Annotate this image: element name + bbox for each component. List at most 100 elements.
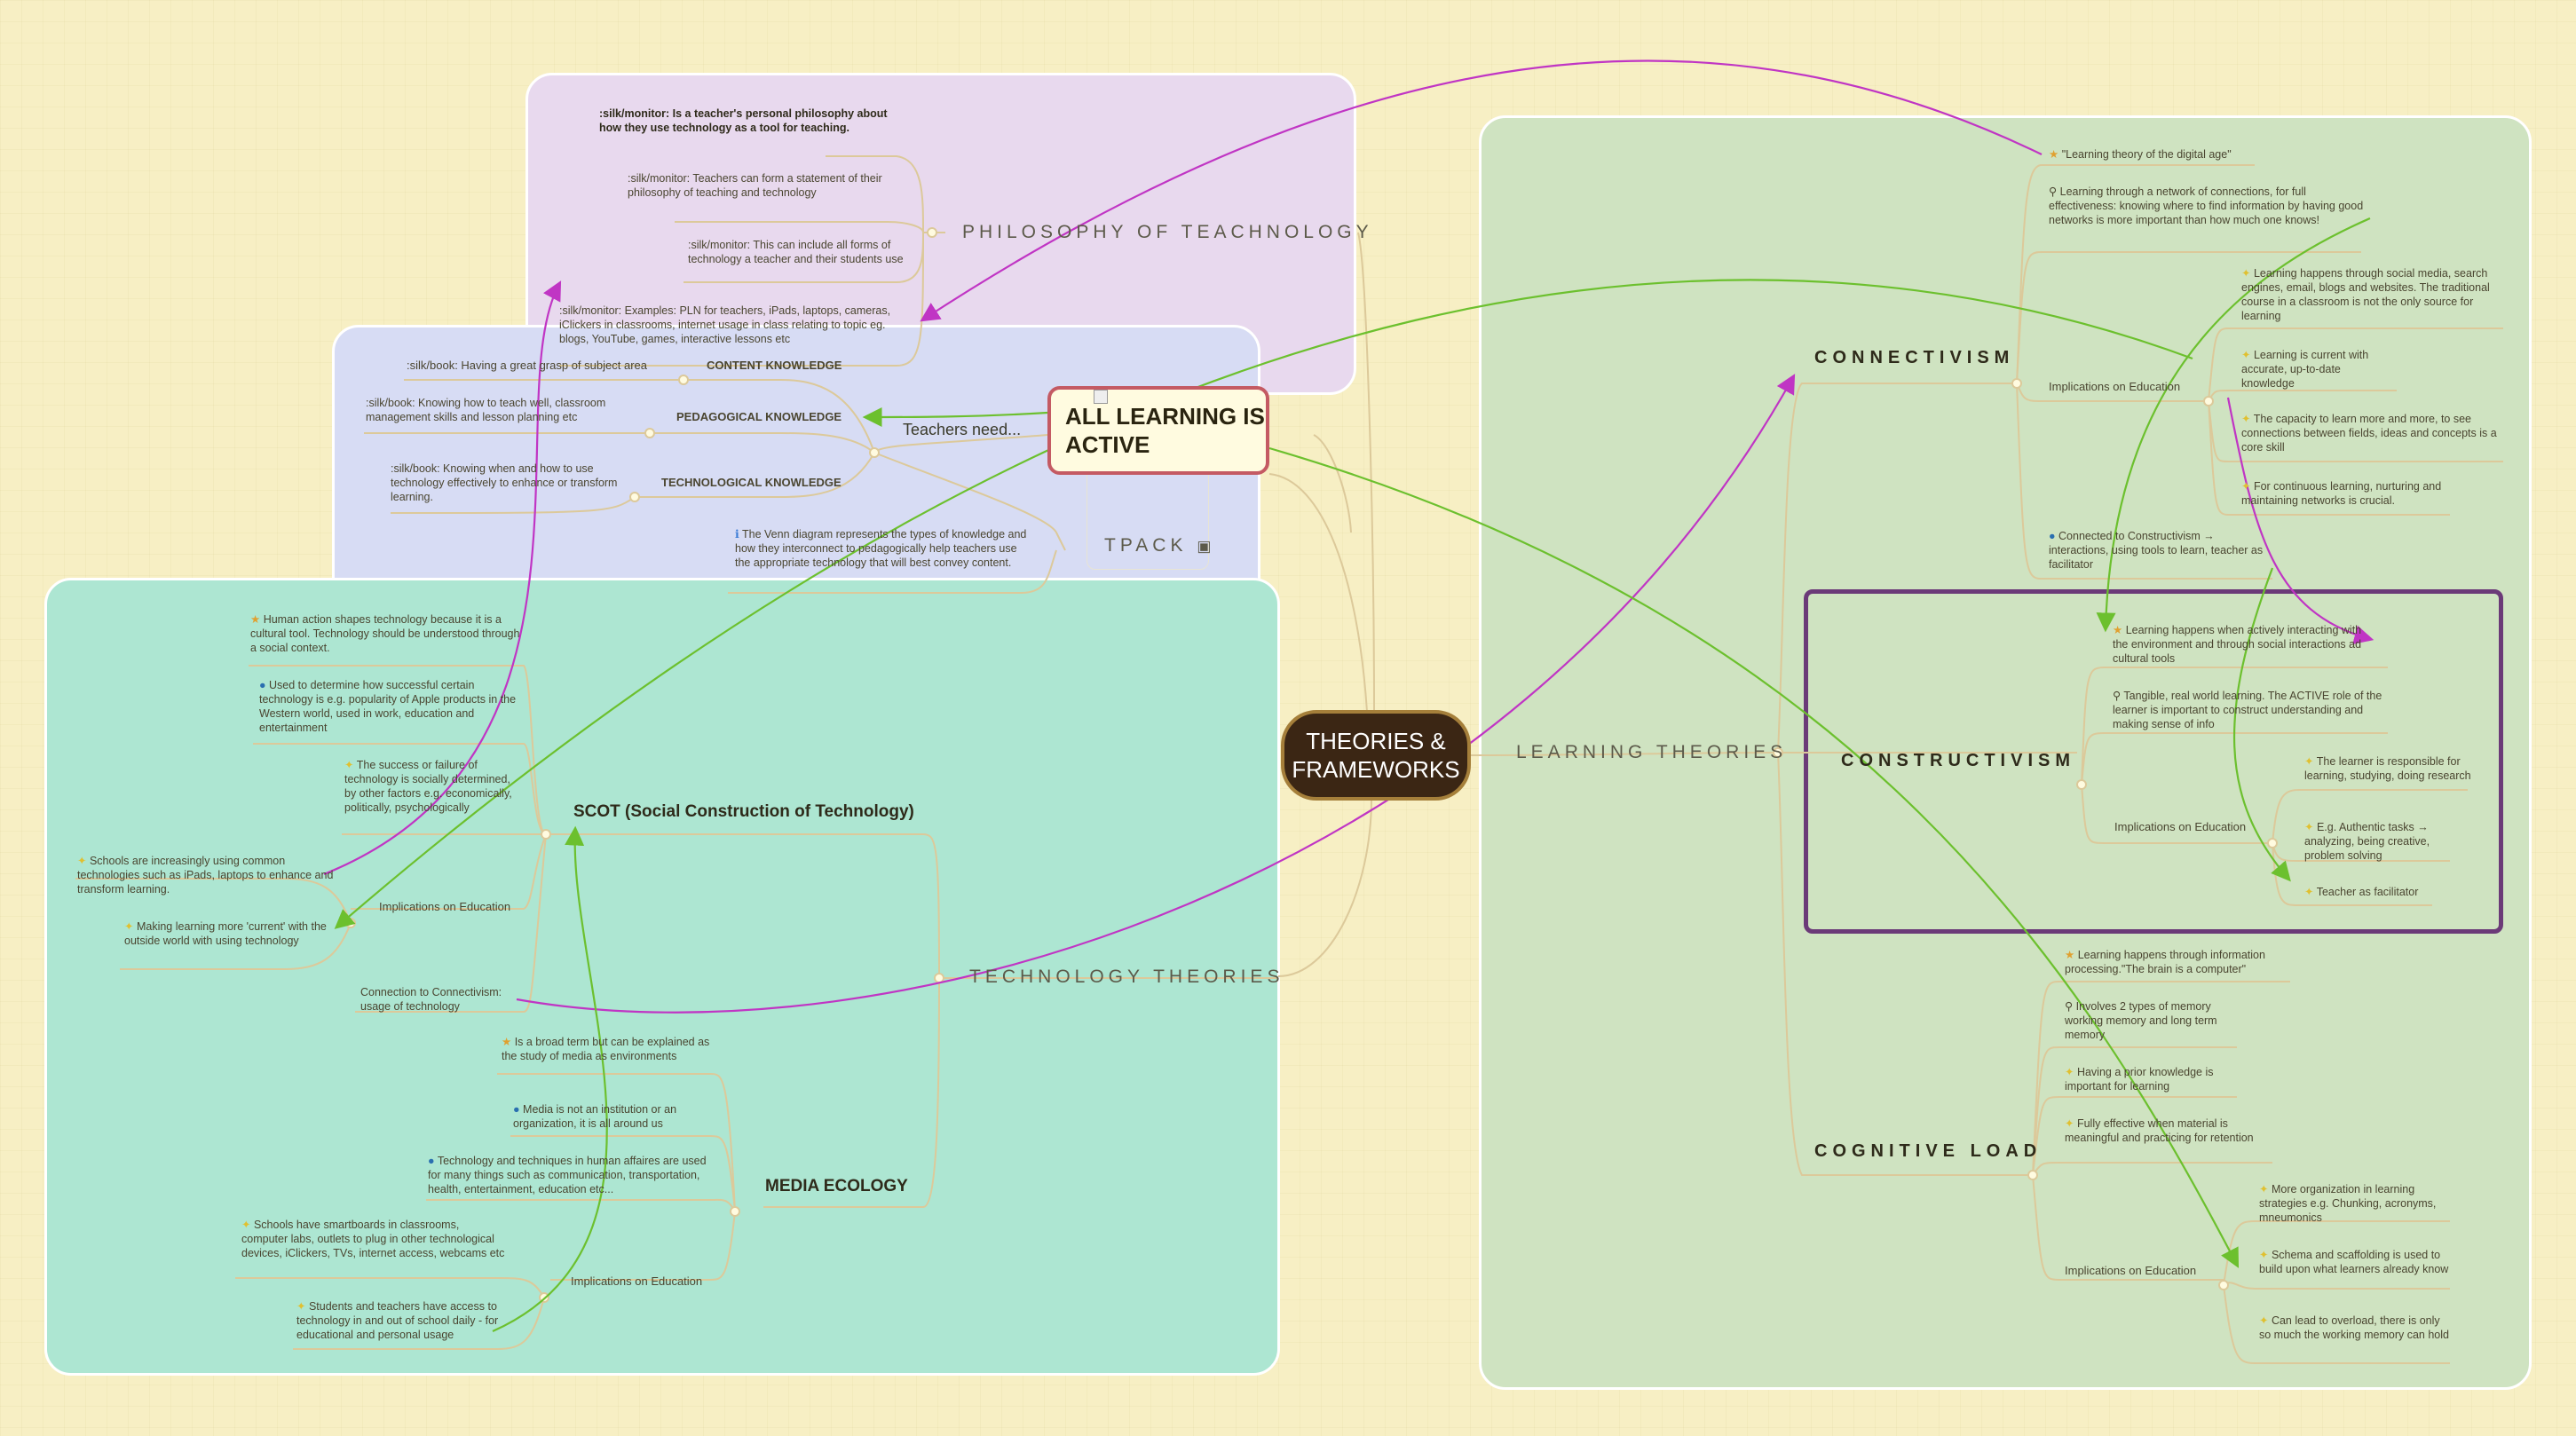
- scot-implications-label: Implications on Education: [379, 900, 511, 913]
- constructivism-implication-text: The learner is responsible for learning,…: [2304, 755, 2471, 782]
- magnifier-icon: ⚲: [2065, 1000, 2076, 1013]
- lightbulb-icon: ✦: [2241, 267, 2254, 280]
- branch-node: [2218, 1280, 2229, 1290]
- connectivism-title[interactable]: CONNECTIVISM: [1814, 348, 2015, 367]
- connectivism-implication-text: Learning happens through social media, s…: [2241, 267, 2490, 322]
- branch-line: [2272, 789, 2468, 844]
- star-icon: ★: [2049, 148, 2062, 161]
- connectivism-item: ★ "Learning theory of the digital age": [2049, 147, 2280, 162]
- lightbulb-icon: ✦: [2065, 1066, 2077, 1078]
- scot-item: ★ Human action shapes technology because…: [250, 612, 521, 655]
- media-implication-text: Schools have smartboards in classrooms, …: [241, 1219, 505, 1259]
- branch-line: [2081, 784, 2272, 844]
- branch-node: [629, 492, 640, 502]
- lightbulb-icon: ✦: [124, 920, 137, 933]
- relationship-arrow: [1268, 446, 2240, 1268]
- scot-item-text: Human action shapes technology because i…: [250, 613, 520, 654]
- branch-node: [644, 428, 655, 438]
- media-item: ★ Is a broad term but can be explained a…: [502, 1035, 715, 1063]
- branch-line: [1277, 798, 1372, 977]
- connectivism-implication: ✦ The capacity to learn more and more, t…: [2241, 412, 2503, 454]
- branch-line: [1777, 383, 2017, 754]
- magnifier-icon: ⚲: [2049, 185, 2060, 198]
- media-item-text: Media is not an institution or an organi…: [513, 1103, 677, 1130]
- media-ecology-title[interactable]: MEDIA ECOLOGY: [765, 1177, 908, 1195]
- philosophy-item: :silk/monitor: Teachers can form a state…: [628, 172, 882, 199]
- lightbulb-icon: ✦: [2259, 1183, 2272, 1195]
- cognitive-load-title[interactable]: COGNITIVE LOAD: [1814, 1141, 2043, 1161]
- scot-item: ✦ The success or failure of technology i…: [344, 758, 522, 815]
- branch-line: [2081, 732, 2388, 785]
- connectivism-implications-label: Implications on Education: [2049, 380, 2181, 393]
- branch-line: [826, 155, 924, 233]
- constructivism-title[interactable]: CONSTRUCTIVISM: [1841, 751, 2075, 770]
- lightbulb-icon: ✦: [2304, 886, 2317, 898]
- globe-icon: ●: [2049, 530, 2059, 542]
- branch-line: [550, 1211, 736, 1281]
- image-icon: ▣: [1197, 538, 1212, 555]
- venn-text: The Venn diagram represents the types of…: [735, 528, 1027, 569]
- tpack-title[interactable]: TPACK ▣: [1104, 535, 1211, 556]
- lightbulb-icon: ✦: [2304, 755, 2317, 768]
- cognitive-implications-label: Implications on Education: [2065, 1264, 2197, 1277]
- branch-line: [546, 833, 940, 979]
- branch-line: [2016, 251, 2361, 384]
- branch-line: [635, 452, 875, 498]
- media-implications-label: Implications on Education: [571, 1274, 703, 1288]
- central-topic[interactable]: THEORIES &FRAMEWORKS: [1281, 710, 1471, 801]
- constructivism-implication-text: E.g. Authentic tasks → analyzing, being …: [2304, 821, 2430, 862]
- teachers-need-label: Teachers need...: [903, 421, 1022, 438]
- branch-line: [249, 665, 547, 835]
- technology-theories-panel: [44, 578, 1280, 1376]
- cognitive-item: ★ Learning happens through information p…: [2065, 948, 2295, 976]
- active-line1: ALL LEARNING IS: [1065, 403, 1265, 430]
- connectivism-implication-text: The capacity to learn more and more, to …: [2241, 413, 2497, 454]
- branch-line: [510, 1135, 736, 1212]
- relationship-arrow: [920, 59, 2043, 322]
- lightbulb-icon: ✦: [2065, 1117, 2077, 1130]
- branch-node: [2203, 396, 2214, 406]
- lightbulb-icon: ✦: [77, 855, 90, 867]
- cognitive-implication: ✦ More organization in learning strategi…: [2259, 1182, 2454, 1225]
- cognitive-implication-text: More organization in learning strategies…: [2259, 1183, 2437, 1224]
- relationship-arrow: [492, 825, 608, 1333]
- lightbulb-icon: ✦: [2241, 413, 2254, 425]
- relationship-arrow: [862, 406, 1048, 427]
- branch-node: [2076, 779, 2087, 790]
- connectivism-item: ⚲ Learning through a network of connecti…: [2049, 185, 2364, 227]
- branch-line: [2032, 1096, 2237, 1176]
- constructivism-implication-text: Teacher as facilitator: [2316, 886, 2419, 898]
- connectivism-implication: ✦ Learning happens through social media,…: [2241, 266, 2503, 323]
- branch-node: [2027, 1170, 2038, 1180]
- branch-node: [541, 829, 551, 840]
- media-item-text: Technology and techniques in human affai…: [428, 1155, 707, 1195]
- scot-implication-text: Schools are increasingly using common te…: [77, 855, 334, 896]
- learning-theories-title[interactable]: LEARNING THEORIES: [1516, 742, 1788, 762]
- philosophy-title[interactable]: PHILOSOPHY OF TEACHNOLOGY: [962, 222, 1373, 242]
- cognitive-implication: ✦ Can lead to overload, there is only so…: [2259, 1314, 2454, 1342]
- media-item: ● Media is not an institution or an orga…: [513, 1102, 717, 1131]
- constructivism-item: ⚲ Tangible, real world learning. The ACT…: [2113, 689, 2383, 731]
- branch-node: [2267, 838, 2278, 848]
- scot-item-text: Used to determine how successful certain…: [259, 679, 517, 734]
- branch-line: [1468, 752, 1779, 756]
- branch-line: [351, 833, 547, 910]
- connectivism-item-text: Learning through a network of connection…: [2049, 185, 2364, 226]
- technology-theories-title[interactable]: TECHNOLOGY THEORIES: [969, 967, 1284, 987]
- scot-title[interactable]: SCOT (Social Construction of Technology): [573, 802, 914, 821]
- branch-line: [675, 221, 924, 233]
- scot-implication: ✦ Making learning more 'current' with th…: [124, 919, 337, 948]
- branch-node: [927, 227, 937, 238]
- branch-line: [1357, 232, 1375, 711]
- branch-line: [2223, 1284, 2450, 1364]
- magnifier-icon: ⚲: [2113, 690, 2124, 702]
- scot-connection: Connection to Connectivism: usage of tec…: [360, 986, 502, 1013]
- scot-implication-text: Making learning more 'current' with the …: [124, 920, 327, 947]
- constructivism-implications-label: Implications on Education: [2114, 820, 2247, 833]
- branch-line: [120, 922, 352, 970]
- branch-line: [426, 1198, 736, 1212]
- relationship-arrow: [516, 374, 1796, 1014]
- connectivism-connection: ● Connected to Constructivism → interact…: [2049, 529, 2275, 572]
